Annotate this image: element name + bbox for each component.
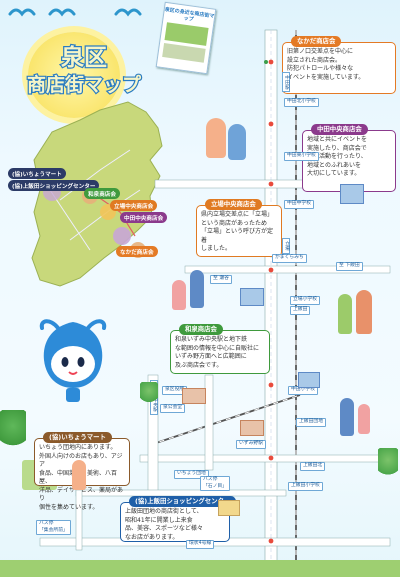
person-icon bbox=[356, 290, 372, 334]
info-box-tategiyama: 立場中央商店会 県内立場交差点に「立場」 という商店があったため 「立場」という… bbox=[196, 199, 282, 257]
label-ichou: いちょう団地 bbox=[174, 470, 209, 479]
label-kamiiida-busstop: バス停 「石ノ目」 bbox=[200, 476, 230, 491]
info-box-kamiiida: (協)上飯田ショッピングセンター 上飯田団地の商店街として、 昭和41年に開業し… bbox=[120, 496, 237, 542]
person-icon bbox=[172, 280, 186, 310]
building-icon bbox=[240, 420, 264, 436]
label-zushi: 至 瀬谷 bbox=[210, 275, 232, 284]
info-box-ichomart-title: (協)いちょうマート bbox=[43, 432, 112, 443]
building-icon bbox=[298, 372, 320, 388]
sun-icon bbox=[28, 32, 120, 118]
label-kamiiida-dan: 上飯田団地 bbox=[296, 418, 326, 427]
person-icon bbox=[72, 460, 86, 490]
label-kamakura: かまくらみち bbox=[272, 254, 307, 263]
tree-icon bbox=[140, 382, 158, 404]
info-box-nakata-chuo-title: 中田中央商店会 bbox=[311, 124, 368, 135]
person-icon bbox=[358, 404, 370, 434]
label-nakada-kita: 中田北小学校 bbox=[284, 98, 319, 107]
building-icon bbox=[182, 388, 206, 404]
district-label-kamiiida: (協)上飯田ショッピングセンター bbox=[8, 180, 100, 191]
bird-icon bbox=[8, 8, 76, 17]
page-title-line2: 商店街マップ bbox=[26, 73, 142, 97]
page-title-line1: 泉区 bbox=[60, 44, 108, 72]
district-label-ichomart: (協)いちょうマート bbox=[8, 168, 66, 179]
label-tateba-station: 立場 bbox=[282, 238, 290, 254]
label-tategiyama-sho: 立場小学校 bbox=[290, 296, 320, 305]
info-box-izumi-title: 和泉商店会 bbox=[179, 324, 223, 335]
district-label-nakadaka: なかだ商店会 bbox=[116, 246, 158, 257]
building-icon bbox=[340, 184, 364, 204]
tree-icon bbox=[378, 448, 398, 478]
tree-icon bbox=[0, 410, 26, 450]
info-box-izumi-body: 和泉いずみ中央駅と地下鉄 な範囲の情報を中心に自販社に いずみ野方面へと広範囲に… bbox=[175, 336, 260, 369]
label-nakada-higashi: 中田東小学校 bbox=[284, 152, 319, 161]
info-box-tategiyama-body: 県内立場交差点に「立場」 という商店があったため 「立場」という呼び方が定着 し… bbox=[201, 211, 274, 252]
page-title: 泉区 商店街マップ bbox=[14, 38, 154, 97]
label-izumi-center: 泉公会堂 bbox=[160, 404, 186, 413]
person-icon bbox=[206, 118, 226, 158]
person-icon bbox=[338, 294, 352, 334]
label-nakata-station: 中田駅 bbox=[282, 72, 290, 93]
bird-icon bbox=[114, 8, 142, 17]
label-kamiiida-sho: 上飯田小学校 bbox=[288, 482, 323, 491]
info-box-nakata-chuo-body: 地域と共にイベントを 実施したり、商店会で 防犯活動を行ったり、 地域とのふれあ… bbox=[307, 136, 368, 177]
person-icon bbox=[340, 398, 354, 436]
person-icon bbox=[190, 270, 204, 308]
info-box-kamiiida-title: (協)上飯田ショッピングセンター bbox=[129, 496, 237, 507]
building-icon bbox=[218, 500, 240, 516]
info-box-kamiiida-body: 上飯田団地の商店街として、 昭和41年に開業し上来食 品、美容、スポーツなど様々… bbox=[125, 508, 203, 541]
label-kamiiida-kita: 上飯田北 bbox=[300, 462, 326, 471]
label-route: 環状4号線 bbox=[186, 540, 215, 549]
info-box-izumi: 和泉商店会 和泉いずみ中央駅と地下鉄 な範囲の情報を中心に自販社に いずみ野方面… bbox=[170, 324, 270, 374]
person-icon bbox=[228, 124, 246, 160]
label-izumino: いずみ野駅 bbox=[236, 440, 266, 449]
label-shimoiida: 至 下飯田 bbox=[336, 262, 363, 271]
district-label-nakata: 中田中央商店会 bbox=[120, 212, 168, 223]
district-label-tategiyama: 立場中央商店会 bbox=[110, 200, 158, 211]
info-box-nakata-chuo: 中田中央商店会 地域と共にイベントを 実施したり、商店会で 防犯活動を行ったり、… bbox=[302, 124, 396, 192]
info-box-nakadaka-title: なかだ商店会 bbox=[291, 36, 342, 47]
info-box-tategiyama-title: 立場中央商店会 bbox=[205, 199, 262, 210]
label-busstop: バス停 「集会所前」 bbox=[36, 520, 71, 535]
info-box-nakadaka-body: 旧第ノ口交差点を中心に 設立された商店会。 防犯パトロールや様々な イベントを実… bbox=[287, 48, 365, 81]
building-icon bbox=[240, 288, 264, 306]
label-shirahama: 中田中学校 bbox=[284, 200, 314, 209]
info-box-nakadaka: なかだ商店会 旧第ノ口交差点を中心に 設立された商店会。 防犯パトロールや様々な… bbox=[282, 36, 396, 94]
mascot-icon bbox=[39, 319, 107, 402]
district-label-izumi: 和泉商店会 bbox=[84, 188, 120, 199]
label-jinzan: 上飯田 bbox=[290, 306, 311, 315]
